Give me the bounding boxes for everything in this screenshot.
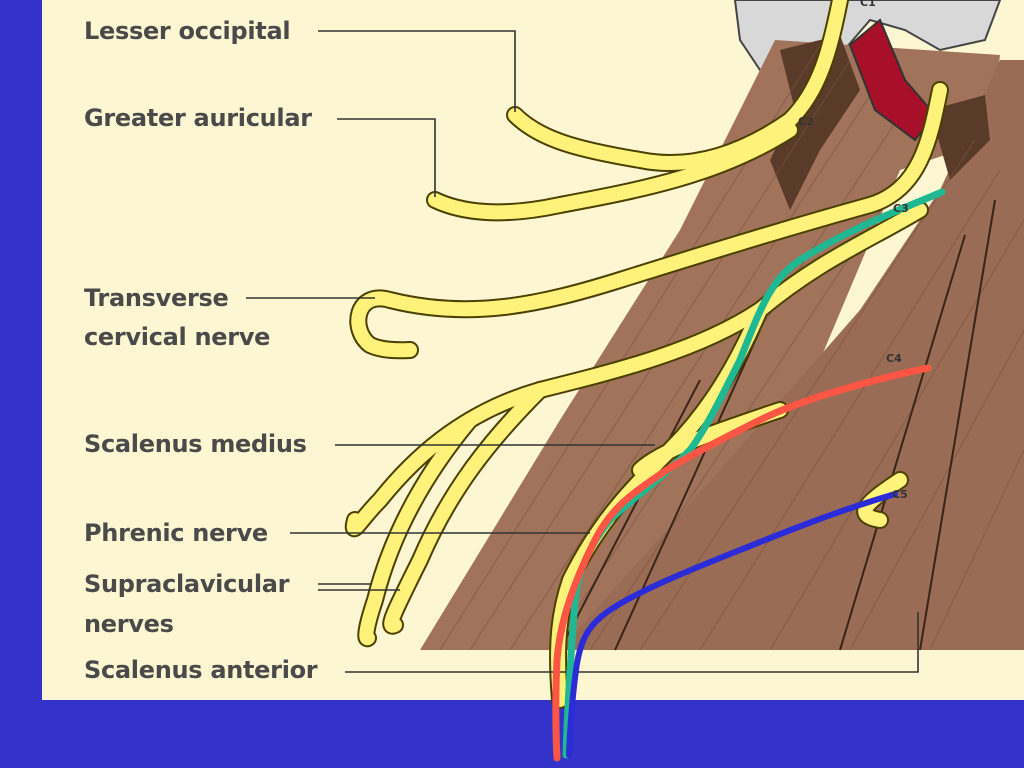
label-lesser-occipital: Lesser occipital [84,17,291,45]
trace-c5-blue [566,491,898,758]
root-label-c3: C3 [893,202,909,215]
label-scalenus-medius: Scalenus medius [84,430,307,458]
trace-c3-green [562,188,946,759]
scalenus-anterior-muscle [560,60,1024,650]
label-phrenic-nerve: Phrenic nerve [84,519,268,547]
root-label-c4: C4 [886,352,902,365]
label-scalenus-anterior: Scalenus anterior [84,656,318,684]
root-label-c5: C5 [892,488,908,501]
root-label-c1: C1 [860,0,876,9]
root-label-c2: C2 [798,115,814,128]
label-transverse-cervical-line1: Transverse [84,284,229,312]
trace-c4-red [552,364,932,762]
label-supraclavicular-line2: nerves [84,610,174,638]
label-supraclavicular-line1: Supraclavicular [84,570,290,598]
label-transverse-cervical-line2: cervical nerve [84,323,271,351]
muscle-dark-region-2 [930,95,990,180]
leader-lines [246,30,919,673]
label-greater-auricular: Greater auricular [84,104,312,132]
